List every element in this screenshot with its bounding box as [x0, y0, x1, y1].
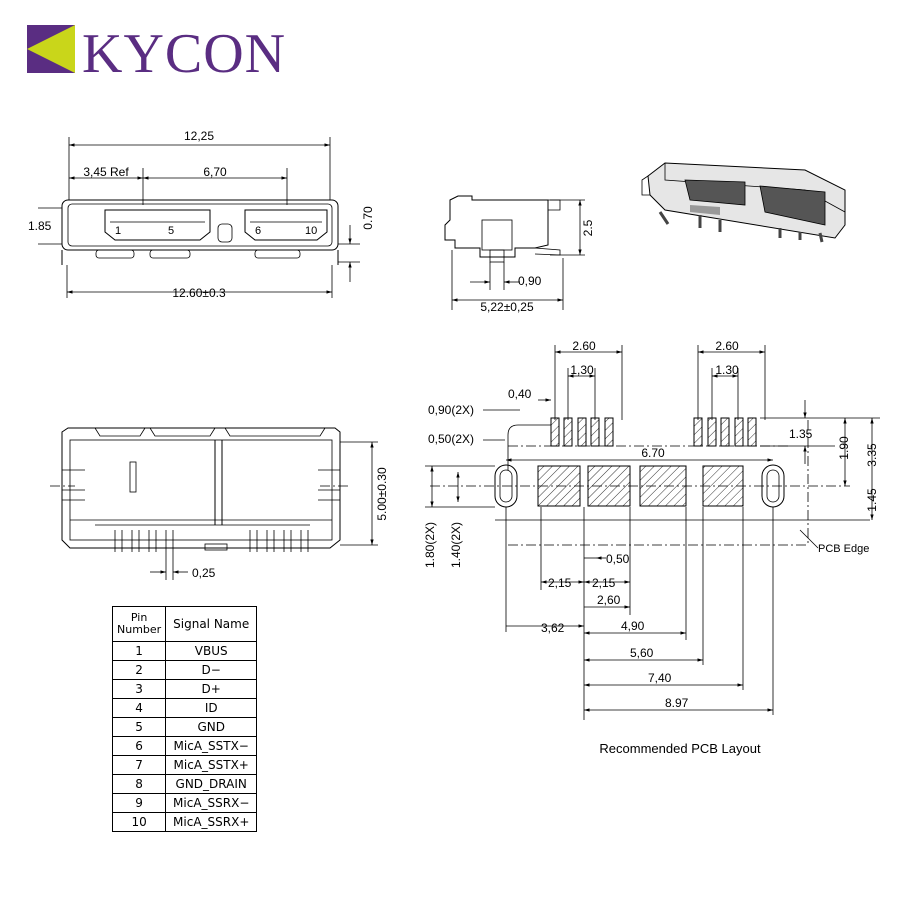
- dim-0-50-2x: 0,50(2X): [428, 432, 474, 446]
- dim-1-90: 1.90: [837, 436, 851, 460]
- front-view: 12,25 3,45 Ref 6,70 1 5 6 10 1.85 0.70: [28, 129, 375, 300]
- signal-pads-left: [550, 417, 614, 447]
- dim-1-35: 1.35: [789, 427, 813, 441]
- dim-4-90: 4,90: [621, 619, 645, 633]
- dim-6-70-pcb: 6.70: [641, 446, 665, 460]
- logo-text: KYCON: [82, 23, 286, 85]
- dim-0-90-2x: 0,90(2X): [428, 403, 474, 417]
- dim-2-60-pcb: 2,60: [597, 593, 621, 607]
- dim-2-15-a: 2,15: [548, 576, 572, 590]
- dim-12-60: 12.60±0.3: [172, 286, 226, 300]
- dim-0-40: 0,40: [508, 387, 532, 401]
- dim-0-50: 0,50: [606, 552, 630, 566]
- dim-5-22: 5,22±0,25: [480, 300, 534, 314]
- kycon-logo: KYCON: [27, 23, 286, 85]
- dim-2-60-left: 2.60: [572, 339, 596, 353]
- dim-0-90: 0,90: [518, 274, 542, 288]
- dim-6-70: 6,70: [203, 165, 227, 179]
- dim-3-45-ref: 3,45 Ref: [83, 165, 129, 179]
- dim-1-80-2x: 1.80(2X): [423, 522, 437, 568]
- signal-pads-right: [693, 417, 757, 447]
- front-body: [61, 199, 339, 251]
- dim-1-30-left: 1,30: [570, 363, 594, 377]
- dim-2-15-b: 2,15: [592, 576, 616, 590]
- dim-12-25: 12,25: [184, 129, 214, 143]
- side-view: 2.5 0,90 5,22±0,25: [444, 195, 595, 314]
- dim-5-00: 5.00±0.30: [375, 467, 389, 521]
- pcb-edge-label: PCB Edge: [818, 543, 869, 555]
- dim-2-5: 2.5: [581, 219, 595, 236]
- pcb-layout-title: Recommended PCB Layout: [599, 741, 761, 756]
- pin-label-6: 6: [255, 225, 261, 237]
- pin-label-1: 1: [115, 225, 121, 237]
- dim-3-35: 3.35: [865, 443, 879, 467]
- pin-label-10: 10: [305, 225, 317, 237]
- dim-5-60: 5,60: [630, 646, 654, 660]
- logo-triangle: [27, 25, 75, 73]
- dim-1-40-2x: 1.40(2X): [449, 522, 463, 568]
- dim-1-45: 1.45: [865, 488, 879, 512]
- dim-2-60-right: 2.60: [715, 339, 739, 353]
- dim-8-97: 8.97: [665, 696, 689, 710]
- dim-1-85: 1.85: [28, 219, 52, 233]
- dim-1-30-right: 1.30: [715, 363, 739, 377]
- dim-0-70: 0.70: [361, 206, 375, 230]
- mount-pads: [537, 465, 744, 507]
- pin-label-5: 5: [168, 225, 174, 237]
- isometric-view: [641, 162, 846, 243]
- dim-3-62: 3,62: [541, 621, 565, 635]
- signal-name-header: Signal Name: [165, 606, 258, 642]
- dim-7-40: 7,40: [648, 671, 672, 685]
- pcb-layout: 2.60 1,30 2.60 1.30 0,40: [423, 339, 880, 756]
- bottom-view: 5.00±0.30 0,25: [50, 427, 389, 580]
- dim-0-25: 0,25: [192, 566, 216, 580]
